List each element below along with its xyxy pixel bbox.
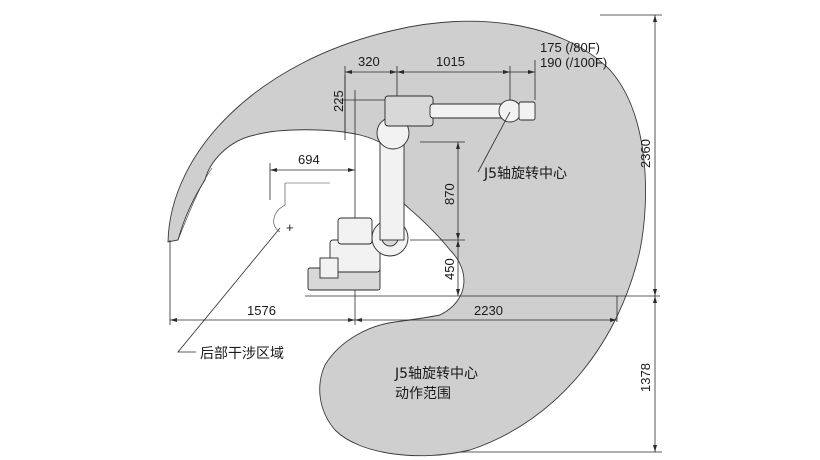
- dim-wrist-100f: 190 (/100F): [540, 55, 607, 70]
- robot-upper-arm: [379, 139, 405, 241]
- arrow: [653, 296, 657, 303]
- dim-shoulder-offset: 225: [331, 90, 346, 112]
- arrow: [390, 70, 397, 74]
- dim-rear-reach: 1576: [247, 303, 276, 318]
- robot-motor: [337, 217, 373, 245]
- arrow: [653, 445, 657, 452]
- rear-center-mark: +: [286, 220, 294, 235]
- arrow: [355, 318, 362, 322]
- arrow: [170, 318, 177, 322]
- arrow: [270, 168, 277, 172]
- robot-forearm-motor: [384, 95, 434, 127]
- robot-arm: [307, 95, 536, 291]
- dim-top-offset: 320: [358, 54, 380, 69]
- arrow: [653, 15, 657, 22]
- robot-wrist: [498, 99, 522, 123]
- dim-base-height: 450: [442, 258, 457, 280]
- arrow: [397, 70, 404, 74]
- arrow: [348, 168, 355, 172]
- dim-rear-radius: 694: [298, 152, 320, 167]
- dim-top-arm: 1015: [436, 54, 465, 69]
- j5-range-label-line2: 动作范围: [395, 385, 451, 402]
- rear-interference-leader: [177, 227, 281, 353]
- dim-top-height: 2360: [638, 139, 653, 168]
- robot-base-side: [319, 257, 339, 279]
- dim-upper-arm: 870: [442, 183, 457, 205]
- arrow: [528, 70, 535, 74]
- arrow: [348, 318, 355, 322]
- dim-front-reach: 2230: [474, 303, 503, 318]
- arrow: [456, 289, 460, 296]
- robot-flange: [518, 101, 536, 121]
- arrow: [456, 142, 460, 149]
- dim-bottom-depth: 1378: [638, 363, 653, 392]
- rear-interference-label: 后部干涉区域: [200, 346, 284, 362]
- robot-forearm: [429, 103, 506, 119]
- arrow: [345, 70, 352, 74]
- rear-interference-outline: [273, 182, 330, 233]
- arrow: [456, 240, 460, 247]
- j5-range-label-line1: J5轴旋转中心: [394, 366, 478, 382]
- arrow: [503, 70, 510, 74]
- rear-boundary-arc: [177, 167, 213, 241]
- work-envelope-region: [167, 20, 647, 457]
- dim-wrist-80f: 175 (/80F): [540, 40, 600, 55]
- j5-center-label: J5轴旋转中心: [483, 166, 567, 182]
- arrow: [653, 289, 657, 296]
- arrow: [456, 233, 460, 240]
- j5-leader-line: [477, 111, 511, 173]
- arrow: [610, 318, 617, 322]
